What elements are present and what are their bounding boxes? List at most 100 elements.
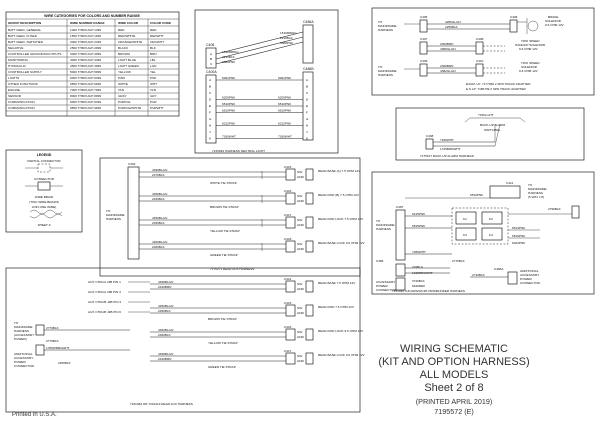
wire-table-cell: 6500 THROUGH 6999	[70, 82, 101, 86]
wire-table-cell: 9500 THROUGH 9999	[70, 106, 101, 110]
sig-label: SIG	[297, 242, 303, 246]
relay-label: K4	[489, 233, 493, 237]
wire-table-cell: PNK	[150, 76, 157, 80]
wire-table-cell: BATT FEED, FUSED	[8, 34, 38, 38]
wire-label: 6312PNK	[222, 122, 236, 126]
valve-label: REAR ROD LOCK 7.5 OHM 12V	[318, 217, 364, 221]
legend-partial: PARTIAL CONNECTOR	[27, 159, 61, 163]
wire-table-cell: CONTROLLER GROUNDS/OUTPUTS	[8, 52, 61, 56]
title-line-4: Sheet 2 of 8	[424, 382, 483, 394]
wire-table-cell: 2500 THROUGH 2999	[70, 46, 101, 50]
wire-table-cell: 7000 THROUGH 7999	[70, 88, 101, 92]
hitch-w4: 276BLK	[412, 265, 424, 269]
wire-table-header: COLOR CODE	[150, 21, 171, 25]
brake-w6: 4382GLGN	[440, 69, 456, 73]
brake-w5: 2300BRN	[440, 64, 453, 68]
wire-table-cell: REDWHT	[150, 34, 164, 38]
valve-label: REAR ROD 7.5 OHM 12V	[318, 305, 355, 309]
wire-table-cell: 6000 THROUGH 6499	[70, 76, 101, 80]
pin-label: A	[306, 78, 309, 82]
pin-label: J	[209, 130, 211, 134]
wire-table-cell: BROWN	[118, 52, 130, 56]
legend-wire-braid: WIRE BRAID	[35, 195, 54, 199]
backup-sub-1: BACK-UP ALARM	[480, 123, 505, 127]
wire-table-cell: 1000 THROUGH 1499	[70, 28, 101, 32]
wire-table-cell: GRAY	[118, 94, 127, 98]
wire-table-cell: 1500 THROUGH 1999	[70, 34, 101, 38]
sig-label: SIG	[297, 218, 303, 222]
connector-c486b: C486B	[303, 67, 314, 71]
aux-ctrl-label: AUX CTRL/B J2B PIN 6	[88, 310, 121, 314]
wire-table-cell: CONTROLLER SUPPLY	[8, 70, 42, 74]
brake-w2: 2250BLK	[445, 25, 459, 29]
wire-table-cell: PURPLE	[118, 100, 130, 104]
wire-table-cell: SENSOR	[8, 94, 22, 98]
wire-label: 2770BLK	[46, 339, 60, 343]
pin-label: C	[209, 91, 212, 95]
backup-w2: 1725BRNWHT	[440, 147, 461, 151]
connector-label: C416	[284, 189, 292, 193]
tie-strap-label: YELLOW TIE STRAP	[210, 229, 240, 233]
pin-label: F	[209, 111, 211, 115]
wire-label: 6580PNK	[280, 41, 294, 45]
wire-label: 4450BLGN	[152, 216, 167, 220]
tie-strap-label: GREEN TIE STRAP	[208, 365, 236, 369]
ra2-w-a: 2770BLK	[46, 326, 60, 330]
wire-table-cell: PUR	[150, 100, 157, 104]
hitch-acc-w3: 2740BLK	[472, 273, 486, 277]
pin-label: C	[306, 91, 309, 95]
tie-strap-label: WHITE TIE STRAP	[210, 181, 237, 185]
wire-label: 6519PNK	[278, 109, 292, 113]
wire-table-cell: BRN	[150, 52, 157, 56]
connector-c405: C405	[420, 15, 428, 19]
connector-c486a: C486A	[494, 267, 504, 271]
document-number: 7195572 (E)	[434, 407, 474, 416]
wire-table-cell: LIGHT BLUE	[118, 58, 136, 62]
wire-table-cell: 3000 THROUGH 3999	[70, 52, 101, 56]
pin-label: J	[306, 130, 308, 134]
wire-table-header: WIRE NUMBER RANGE	[70, 21, 105, 25]
pin-label: K	[306, 137, 309, 141]
gnd-label: GND	[297, 247, 305, 251]
rear-aux-caption: 7175271 REAR AUX HARNESS	[210, 267, 254, 271]
hitch-w1: 6415PNK	[412, 212, 426, 216]
gnd-label: GND	[297, 335, 305, 339]
wire-category-table: WIRE CATEGORIES FOR COLORS AND NUMBER RA…	[5, 11, 180, 117]
backup-w1: 7180WHT	[440, 138, 454, 142]
wire-table-cell: LIGHTS	[8, 76, 19, 80]
wire-table-cell: GRY	[150, 94, 157, 98]
brake-note-1: EXAM. LP: 7177960 2 SPD TRACK ADAPTER	[466, 82, 531, 86]
gnd-label: GND	[297, 311, 305, 315]
sig-label: SIG	[297, 306, 303, 310]
pin-label: F	[306, 111, 308, 115]
wire-label: 4450BLGN	[158, 304, 173, 308]
legend-connector: CONNECTOR	[34, 177, 55, 181]
hitch-acc-w1: 3720BLK	[412, 279, 426, 283]
brake-w1: 4280GLGN	[445, 20, 461, 24]
wire-label: 6209PNK	[278, 96, 292, 100]
wire-label: 6312PNK	[278, 122, 292, 126]
relay-label: K3	[463, 233, 467, 237]
pin-label: K	[209, 137, 212, 141]
connector-c410: C410	[476, 59, 484, 63]
connector-c302: C302	[128, 162, 136, 166]
wire-table-cell: 8000 THROUGH 8999	[70, 94, 101, 98]
pin-label: B	[210, 57, 212, 61]
title-block: WIRING SCHEMATIC (KIT AND OPTION HARNESS…	[378, 343, 529, 416]
pin-label: A	[210, 52, 213, 56]
wire-table-cell: RED/WHITE	[118, 34, 135, 38]
wire-label: 6510PNK	[278, 102, 292, 106]
wire-table-cell: BLK	[150, 46, 157, 50]
pin-label: B	[209, 85, 211, 89]
wire-label: 7180WHT	[278, 135, 292, 139]
printed-in: Printed In U.S.A.	[12, 412, 57, 418]
wire-table-header: GROUP DESCRIPTION	[8, 21, 42, 25]
connector-c411: C411	[506, 181, 513, 185]
valve-label: REAR ROD (B) 7.5 OHM 12V	[318, 193, 360, 197]
